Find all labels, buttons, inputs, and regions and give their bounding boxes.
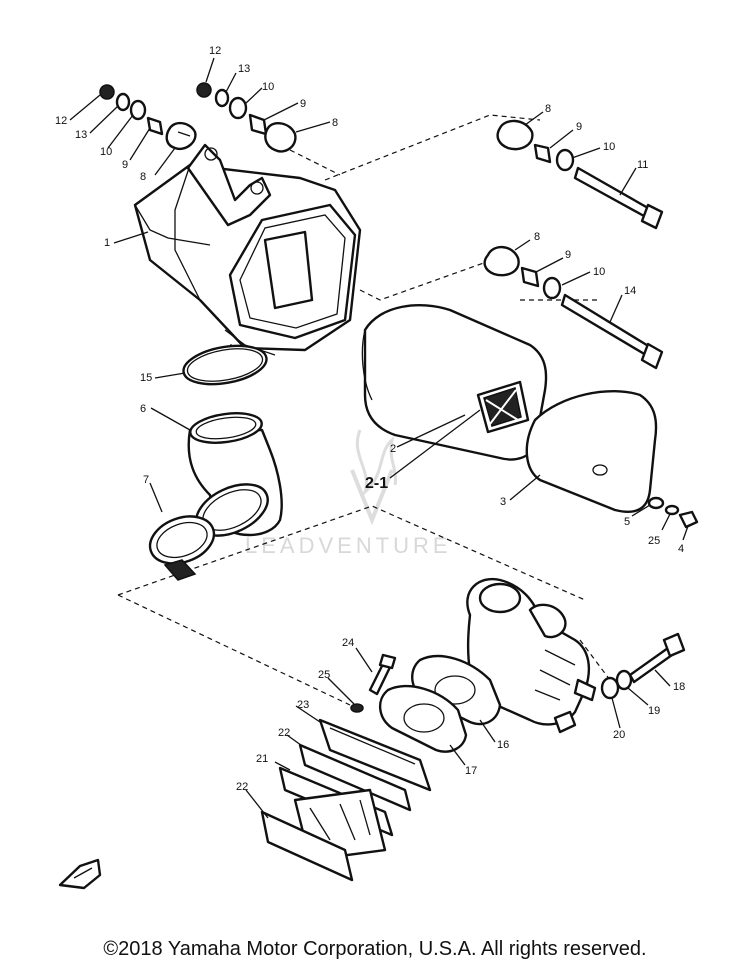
forward-arrow-icon	[58, 858, 102, 890]
callout-22-lower: 22	[236, 781, 248, 793]
callout-25-cover: 25	[648, 535, 660, 547]
callout-19: 19	[648, 705, 660, 717]
callout-10-right-lower: 10	[593, 266, 605, 278]
callout-14: 14	[624, 285, 636, 297]
mount-stack-left	[99, 84, 197, 151]
air-cleaner-cover	[525, 389, 658, 513]
callout-2-1: 2-1	[365, 475, 388, 492]
callout-24: 24	[342, 637, 354, 649]
callout-8-right-lower: 8	[534, 231, 540, 243]
callout-7: 7	[143, 474, 149, 486]
callout-11: 11	[637, 159, 648, 171]
mount-stack-right-upper	[496, 119, 664, 230]
air-filter-element	[361, 304, 548, 461]
callout-23: 23	[297, 699, 309, 711]
callout-10-top: 10	[262, 81, 274, 93]
callout-21: 21	[256, 753, 268, 765]
air-box-case	[133, 143, 362, 356]
callout-8-right-upper: 8	[545, 103, 551, 115]
callout-9-right-upper: 9	[576, 121, 582, 133]
callout-2: 2	[390, 443, 396, 455]
callout-4: 4	[678, 543, 684, 555]
callout-20: 20	[613, 729, 625, 741]
callout-13-left: 13	[75, 129, 87, 141]
leader-lines	[69, 57, 689, 819]
exploded-parts-diagram: LEADVENTURE	[55, 45, 699, 890]
carburetor	[466, 577, 597, 734]
callout-17: 17	[465, 765, 477, 777]
callout-15: 15	[140, 372, 152, 384]
callout-1: 1	[104, 237, 110, 249]
reed-bolt	[350, 653, 397, 713]
callout-18: 18	[673, 681, 685, 693]
callout-12-left: 12	[55, 115, 67, 127]
callout-10-right-upper: 10	[603, 141, 615, 153]
watermark: LEADVENTURE	[245, 429, 452, 558]
callout-13-top: 13	[238, 63, 250, 75]
callout-10-left: 10	[100, 146, 112, 158]
cover-fasteners	[647, 496, 699, 529]
callout-8-top: 8	[332, 117, 338, 129]
assembly-guide-lines	[117, 114, 611, 706]
copyright-notice: ©2018 Yamaha Motor Corporation, U.S.A. A…	[103, 938, 647, 960]
mount-stack-top	[196, 82, 297, 153]
mount-stack-right-lower	[483, 245, 664, 370]
hose-clamp	[148, 515, 216, 581]
callout-16: 16	[497, 739, 509, 751]
callout-8-left: 8	[140, 171, 146, 183]
carb-gaskets	[379, 654, 502, 753]
callout-5: 5	[624, 516, 630, 528]
watermark-text: LEADVENTURE	[245, 533, 452, 558]
callout-labels: 1 2 2-1 3 4 5 6 7 8 8 8 8 9 9 9 9 10 10 …	[55, 45, 685, 793]
carb-mount-bolt	[600, 632, 686, 700]
callout-3: 3	[500, 496, 506, 508]
reed-valve-assembly	[260, 718, 432, 882]
callout-6: 6	[140, 403, 146, 415]
callout-9-left: 9	[122, 159, 128, 171]
air-cleaner-joint	[187, 412, 283, 537]
callout-9-right-lower: 9	[565, 249, 571, 261]
callout-12-top: 12	[209, 45, 221, 57]
callout-25-lower: 25	[318, 669, 330, 681]
ring-gasket	[182, 344, 268, 386]
callout-9-top: 9	[300, 98, 306, 110]
callout-22-upper: 22	[278, 727, 290, 739]
